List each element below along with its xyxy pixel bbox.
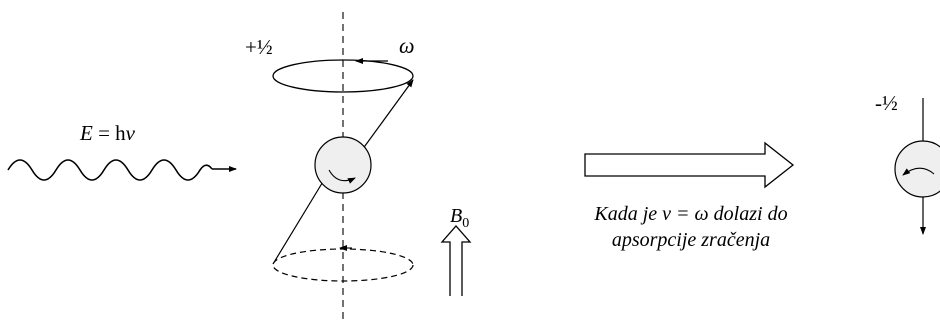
spin-down-label: -½: [875, 91, 898, 115]
photon-wave: [7, 159, 213, 181]
spin-up-label: +½: [245, 35, 273, 59]
precession-orbit-top: [272, 59, 414, 93]
photon-energy-label: E = hv: [79, 121, 136, 145]
nucleus-sphere-down: [894, 140, 940, 198]
nucleus-sphere-up: [314, 136, 372, 194]
field-label: B0: [450, 205, 469, 231]
nucleus-spin-arrow-up: [328, 169, 356, 184]
magnetic-moment-lower: [272, 179, 325, 265]
transition-arrow: [584, 141, 795, 189]
caption-line-2: apsorpcije zračenja: [612, 229, 770, 251]
nucleus-spin-arrow-down: [902, 167, 935, 176]
field-arrow: [440, 225, 472, 296]
omega-label: ω: [399, 33, 415, 58]
caption-line-1: Kada je v = ω dolazi do: [593, 203, 787, 225]
magnetic-moment-vector: [361, 79, 414, 151]
